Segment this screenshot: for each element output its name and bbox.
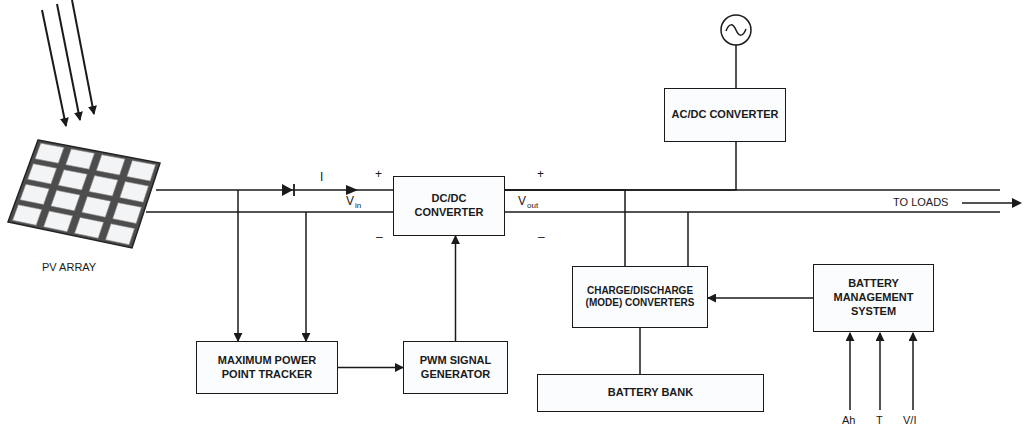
pv-wires — [146, 190, 393, 341]
box-label: AC/DC CONVERTER — [672, 108, 779, 122]
signal-label: V/I — [903, 415, 916, 426]
ac-source — [721, 15, 751, 88]
pv-cell — [58, 170, 87, 190]
converter-box: CHARGE/DISCHARGE (MODE) CONVERTERS — [572, 266, 708, 328]
connector — [505, 190, 625, 266]
pv-cell — [106, 224, 135, 245]
signal-label: + — [537, 168, 544, 180]
bms-inputs — [850, 333, 913, 410]
box-label: DC/DC CONVERTER — [400, 192, 498, 220]
pv-cell — [75, 217, 104, 238]
pv-cell — [35, 143, 64, 163]
signal-label: in — [355, 202, 361, 210]
box-label: MAXIMUM POWER POINT TRACKER — [215, 354, 319, 382]
signal-label: Ah — [842, 415, 855, 426]
converter-box: AC/DC CONVERTER — [664, 88, 786, 142]
signal-label: – — [538, 231, 545, 243]
signal-label: V — [518, 195, 526, 207]
dc-bus — [503, 190, 1020, 266]
box-label: CHARGE/DISCHARGE (MODE) CONVERTERS — [583, 285, 697, 310]
pv-cell — [66, 149, 95, 169]
box-label: BATTERY MANAGEMENT SYSTEM — [820, 277, 927, 318]
current-arrow — [346, 185, 358, 195]
box-label: PWM SIGNAL GENERATOR — [410, 354, 501, 382]
converter-box: DC/DC CONVERTER — [393, 176, 505, 236]
pv-cell — [28, 164, 57, 184]
box-label: BATTERY BANK — [608, 386, 693, 400]
battery-box: BATTERY BANK — [537, 374, 764, 412]
connector — [708, 297, 813, 299]
signal-label: I — [320, 171, 323, 183]
signal-label: T — [876, 415, 883, 426]
connector — [639, 328, 641, 374]
diode-symbol — [282, 184, 294, 196]
pv-cell — [82, 196, 111, 217]
signal-label: TO LOADS — [893, 197, 948, 208]
pv-panel — [8, 140, 160, 248]
signal-label: out — [527, 202, 538, 210]
connector — [505, 142, 736, 190]
pv-cell — [89, 176, 118, 197]
signal-label: + — [375, 168, 382, 180]
sun-rays — [42, 0, 94, 126]
pv-cell — [113, 203, 142, 224]
signal-label: PV ARRAY — [42, 262, 96, 273]
pv-cell — [127, 160, 156, 181]
pv-cell — [96, 155, 125, 175]
pv-cell — [13, 205, 42, 226]
connector — [455, 236, 457, 341]
generator-box: PWM SIGNAL GENERATOR — [403, 341, 508, 394]
pv-cell — [51, 190, 80, 211]
controller-box: MAXIMUM POWER POINT TRACKER — [196, 341, 338, 394]
pv-cell — [20, 184, 49, 204]
pv-cell — [44, 211, 73, 232]
signal-label: V — [346, 195, 354, 207]
controller-box: BATTERY MANAGEMENT SYSTEM — [813, 264, 934, 332]
connector — [338, 367, 403, 369]
signal-label: – — [376, 231, 383, 243]
loads-arrow — [962, 198, 1022, 208]
pv-cell — [120, 182, 149, 203]
